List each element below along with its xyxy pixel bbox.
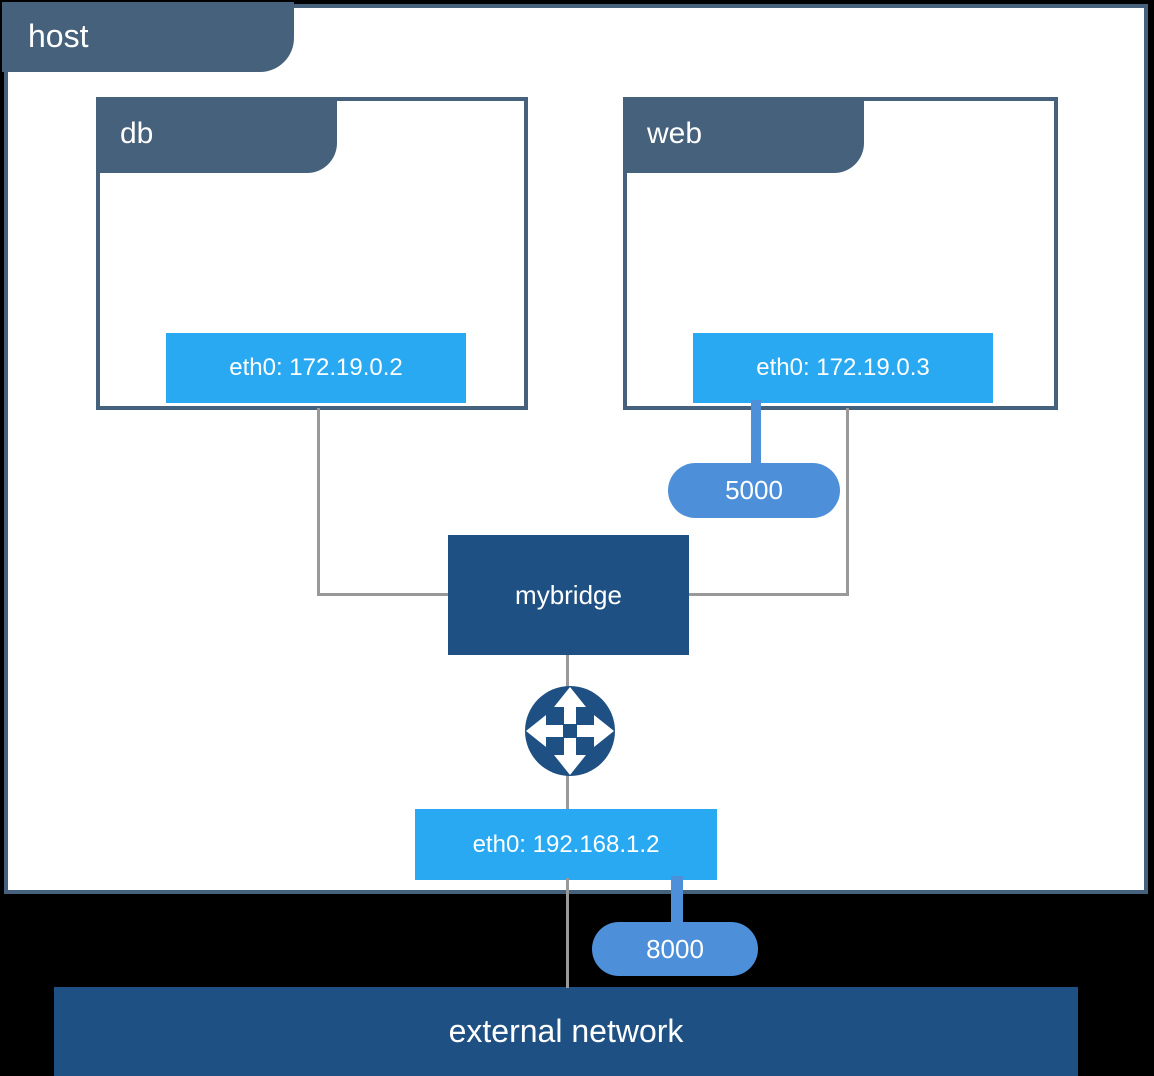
hostif-external-line <box>566 878 569 988</box>
web-eth0-badge: eth0: 172.19.0.3 <box>693 333 993 403</box>
external-network-bar: external network <box>54 987 1078 1076</box>
web-label-tab: web <box>623 97 864 173</box>
port-5000-pill: 5000 <box>668 463 840 518</box>
bridge-box: mybridge <box>448 535 689 655</box>
db-label: db <box>120 117 154 150</box>
db-label-tab: db <box>96 97 337 173</box>
db-bridge-line-horizontal <box>317 593 451 596</box>
nat-router-icon <box>525 686 615 776</box>
web-label: web <box>647 117 703 150</box>
host-port-connector-line <box>671 876 683 924</box>
host-label-tab: host <box>2 2 294 72</box>
host-label: host <box>28 18 89 54</box>
db-eth0-badge: eth0: 172.19.0.2 <box>166 333 466 403</box>
host-eth0-badge: eth0: 192.168.1.2 <box>415 809 717 880</box>
web-bridge-line-vertical <box>846 408 849 596</box>
db-bridge-line-vertical <box>317 408 320 596</box>
web-bridge-line-horizontal <box>687 593 849 596</box>
host-box: host db eth0: 172.19.0.2 web eth0: 172.1… <box>2 2 1148 894</box>
web-port-connector-line <box>751 400 761 466</box>
container-web: web eth0: 172.19.0.3 <box>623 97 1058 410</box>
container-db: db eth0: 172.19.0.2 <box>96 97 528 410</box>
port-8000-pill: 8000 <box>592 922 758 976</box>
